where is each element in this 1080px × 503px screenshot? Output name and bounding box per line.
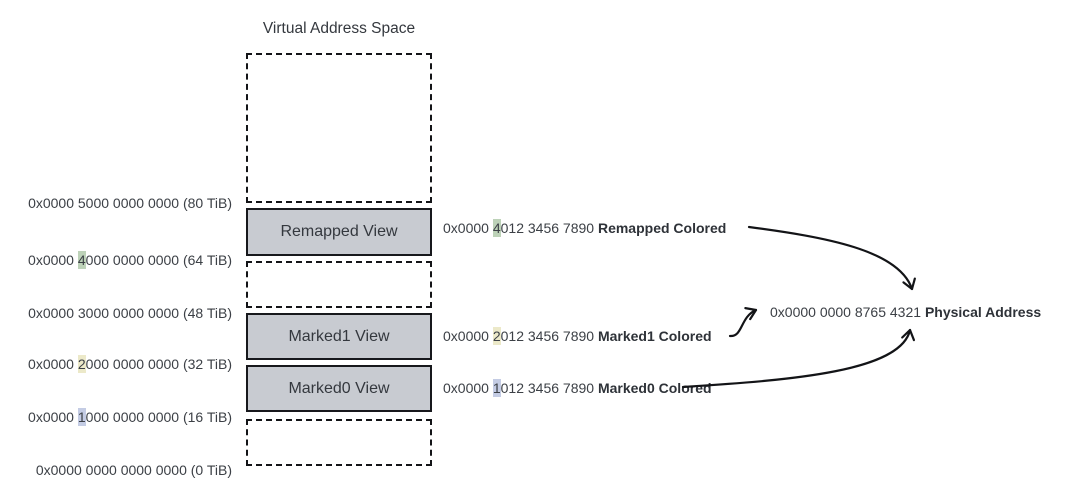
remapped-to-physical-arrow — [747, 225, 916, 291]
address-scale-label: 0x0000 1000 0000 0000 (16 TiB) — [28, 408, 232, 426]
highlighted-digit-blue: 1 — [77, 408, 86, 426]
marked1-colored-label: 0x0000 2012 3456 7890 Marked1 Colored — [443, 327, 712, 345]
text-segment: 012 3456 7890 — [500, 328, 598, 344]
address-scale-label: 0x0000 0000 0000 0000 (0 TiB) — [36, 461, 232, 479]
bold-text-segment: Marked1 Colored — [597, 328, 712, 344]
bold-text-segment: Physical Address — [924, 304, 1042, 320]
text-segment: 0x0000 — [443, 220, 493, 236]
text-segment: 0x0000 — [28, 252, 78, 268]
unmapped-bottom-region — [246, 419, 432, 466]
virtual-address-space-title: Virtual Address Space — [262, 20, 416, 37]
text-segment: 0x0000 0000 8765 4321 — [770, 304, 925, 320]
marked0-view-region: Marked0 View — [246, 365, 432, 412]
text-segment: 000 0000 0000 (32 TiB) — [85, 356, 232, 372]
highlighted-digit-yellow: 2 — [77, 355, 86, 373]
text-segment: 0x0000 3000 0000 0000 (48 TiB) — [28, 305, 232, 321]
text-segment: 0x0000 — [443, 380, 493, 396]
physical-address-label: 0x0000 0000 8765 4321 Physical Address — [770, 303, 1041, 321]
text-segment: 0x0000 — [28, 409, 78, 425]
marked1-view-region-label: Marked1 View — [288, 327, 390, 345]
address-scale-label: 0x0000 2000 0000 0000 (32 TiB) — [28, 355, 232, 373]
text-segment: 0x0000 0000 0000 0000 (0 TiB) — [35, 462, 232, 478]
highlighted-digit-green: 4 — [492, 219, 501, 237]
marked0-to-physical-arrow — [681, 328, 916, 389]
marked0-view-region-label: Marked0 View — [288, 379, 390, 397]
text-segment: 000 0000 0000 (16 TiB) — [85, 409, 232, 425]
bold-text-segment: Remapped Colored — [597, 220, 727, 236]
text-segment: 0x0000 5000 0000 0000 (80 TiB) — [28, 195, 232, 211]
address-scale-label: 0x0000 3000 0000 0000 (48 TiB) — [28, 304, 232, 322]
remapped-view-region: Remapped View — [246, 208, 432, 256]
bold-text-segment: Marked0 Colored — [597, 380, 712, 396]
text-segment: 000 0000 0000 (64 TiB) — [85, 252, 232, 268]
address-scale-label: 0x0000 4000 0000 0000 (64 TiB) — [28, 251, 232, 269]
remapped-view-region-label: Remapped View — [280, 223, 398, 240]
highlighted-digit-green: 4 — [77, 251, 86, 269]
highlighted-digit-blue: 1 — [492, 379, 501, 397]
text-segment: 012 3456 7890 — [500, 380, 598, 396]
unmapped-middle-region — [246, 261, 432, 308]
text-segment: 0x0000 — [28, 356, 78, 372]
marked1-view-region: Marked1 View — [246, 313, 432, 360]
text-segment: 012 3456 7890 — [500, 220, 598, 236]
remapped-colored-label: 0x0000 4012 3456 7890 Remapped Colored — [443, 219, 726, 237]
marked0-colored-label: 0x0000 1012 3456 7890 Marked0 Colored — [443, 379, 712, 397]
marked1-to-physical-arrow — [728, 307, 758, 338]
address-scale-label: 0x0000 5000 0000 0000 (80 TiB) — [28, 194, 232, 212]
unmapped-top-region — [246, 53, 432, 203]
text-segment: 0x0000 — [443, 328, 493, 344]
highlighted-digit-yellow: 2 — [492, 327, 501, 345]
